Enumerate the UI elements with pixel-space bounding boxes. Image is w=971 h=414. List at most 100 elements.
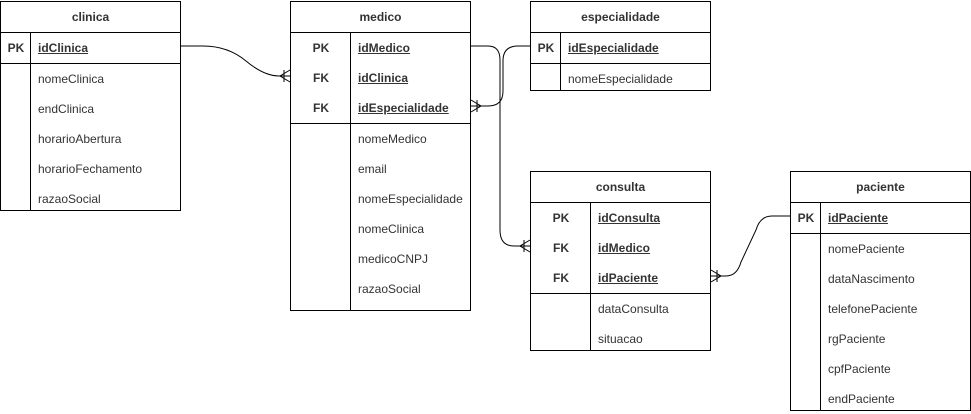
attribute-name: situacao [598, 332, 643, 346]
attribute-row[interactable]: medicoCNPJ [291, 244, 470, 274]
attribute-name: nomeClinica [38, 72, 105, 86]
key-name: idClinica [358, 71, 409, 85]
attribute-row[interactable]: razaoSocial [1, 184, 180, 214]
attribute-name: email [358, 162, 387, 176]
relationship-especialidade-medico [471, 45, 530, 107]
column-divider [590, 202, 591, 350]
key-name: idEspecialidade [358, 101, 449, 115]
key-type: PK [797, 211, 815, 225]
key-name: idMedico [358, 41, 411, 55]
attribute-row[interactable]: nomeEspecialidade [531, 64, 710, 94]
attribute-name: dataNascimento [828, 272, 915, 286]
attribute-row[interactable]: nomeClinica [291, 214, 470, 244]
attribute-row[interactable]: email [291, 154, 470, 184]
attribute-name: medicoCNPJ [358, 252, 429, 266]
key-section: PK idClinica [1, 33, 180, 64]
attribute-name: telefonePaciente [828, 302, 918, 316]
attribute-name: nomePaciente [828, 242, 905, 256]
key-name: idPaciente [828, 211, 889, 225]
attribute-row[interactable]: cpfPaciente [791, 354, 970, 384]
key-name: idPaciente [598, 271, 659, 285]
attribute-row[interactable]: nomeMedico [291, 124, 470, 154]
attribute-name: cpfPaciente [828, 362, 891, 376]
key-row[interactable]: FK idPaciente [531, 263, 710, 293]
column-divider [560, 32, 561, 90]
attribute-name: nomeMedico [358, 132, 427, 146]
key-name: idConsulta [598, 211, 660, 225]
attribute-row[interactable]: nomeEspecialidade [291, 184, 470, 214]
entity-consulta[interactable]: consulta PK idConsulta FK idMedico FK id… [530, 171, 711, 351]
key-type: PK [537, 41, 555, 55]
column-divider [30, 32, 31, 210]
entity-title: medico [291, 2, 470, 33]
column-divider [350, 32, 351, 310]
key-section: PK idConsulta FK idMedico FK idPaciente [531, 203, 710, 294]
relationship-medico-consulta [471, 45, 530, 247]
entity-medico[interactable]: medico PK idMedico FK idClinica FK idEsp… [290, 1, 471, 311]
key-type: FK [313, 101, 329, 115]
attribute-name: razaoSocial [38, 192, 101, 206]
attribute-section: dataConsulta situacao [531, 294, 710, 354]
key-row[interactable]: PK idPaciente [791, 203, 970, 233]
key-name: idClinica [38, 41, 89, 55]
attribute-name: razaoSocial [358, 282, 421, 296]
crowfoot-icon [470, 99, 482, 113]
key-section: PK idPaciente [791, 203, 970, 234]
attribute-name: horarioAbertura [38, 132, 122, 146]
key-row[interactable]: PK idEspecialidade [531, 33, 710, 63]
key-row[interactable]: FK idMedico [531, 233, 710, 263]
attribute-row[interactable]: horarioFechamento [1, 154, 180, 184]
relationship-paciente-consulta [711, 215, 790, 277]
key-section: PK idEspecialidade [531, 33, 710, 64]
entity-especialidade[interactable]: especialidade PK idEspecialidade nomeEsp… [530, 1, 711, 91]
key-row[interactable]: PK idClinica [1, 33, 180, 63]
attribute-row[interactable]: dataNascimento [791, 264, 970, 294]
attribute-row[interactable]: situacao [531, 324, 710, 354]
relationship-clinica-medico [181, 45, 290, 77]
attribute-section: nomeClinica endClinica horarioAbertura h… [1, 64, 180, 214]
attribute-section: nomeMedico email nomeEspecialidade nomeC… [291, 124, 470, 304]
attribute-row[interactable]: razaoSocial [291, 274, 470, 304]
crowfoot-icon [279, 69, 291, 83]
attribute-row[interactable]: dataConsulta [531, 294, 710, 324]
attribute-name: endClinica [38, 102, 95, 116]
attribute-row[interactable]: horarioAbertura [1, 124, 180, 154]
attribute-row[interactable]: telefonePaciente [791, 294, 970, 324]
key-row[interactable]: FK idEspecialidade [291, 93, 470, 123]
column-divider [820, 202, 821, 410]
entity-clinica[interactable]: clinica PK idClinica nomeClinica endClin… [0, 1, 181, 211]
attribute-name: nomeEspecialidade [358, 192, 463, 206]
attribute-name: nomeClinica [358, 222, 425, 236]
key-type: PK [552, 211, 570, 225]
key-type: FK [553, 271, 569, 285]
attribute-row[interactable]: endPaciente [791, 384, 970, 414]
attribute-name: nomeEspecialidade [568, 72, 673, 86]
attribute-section: nomeEspecialidade [531, 64, 710, 94]
entity-title: consulta [531, 172, 710, 203]
attribute-row[interactable]: endClinica [1, 94, 180, 124]
key-type: FK [553, 241, 569, 255]
attribute-section: nomePaciente dataNascimento telefonePaci… [791, 234, 970, 414]
crowfoot-icon [710, 269, 722, 283]
attribute-name: rgPaciente [828, 332, 886, 346]
key-type: FK [313, 71, 329, 85]
entity-title: clinica [1, 2, 180, 33]
key-row[interactable]: PK idMedico [291, 33, 470, 63]
entity-title: especialidade [531, 2, 710, 33]
key-name: idMedico [598, 241, 651, 255]
entity-paciente[interactable]: paciente PK idPaciente nomePaciente data… [790, 171, 971, 411]
attribute-row[interactable]: nomeClinica [1, 64, 180, 94]
key-section: PK idMedico FK idClinica FK idEspecialid… [291, 33, 470, 124]
key-type: PK [312, 41, 330, 55]
key-type: PK [7, 41, 25, 55]
key-row[interactable]: PK idConsulta [531, 203, 710, 233]
key-row[interactable]: FK idClinica [291, 63, 470, 93]
attribute-row[interactable]: nomePaciente [791, 234, 970, 264]
attribute-name: horarioFechamento [38, 162, 143, 176]
attribute-row[interactable]: rgPaciente [791, 324, 970, 354]
crowfoot-icon [519, 239, 531, 253]
entity-title: paciente [791, 172, 970, 203]
attribute-name: endPaciente [828, 392, 895, 406]
key-name: idEspecialidade [568, 41, 659, 55]
